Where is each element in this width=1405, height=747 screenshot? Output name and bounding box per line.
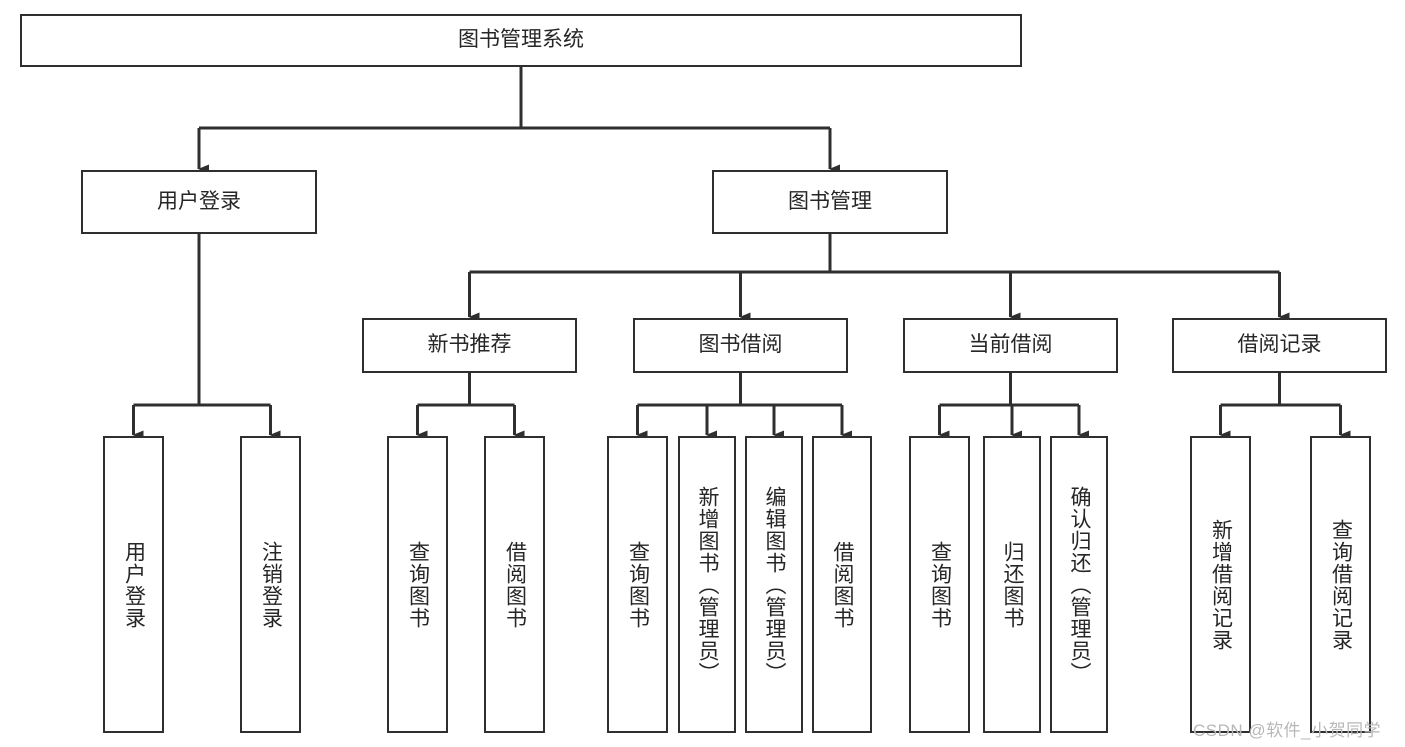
node-current[interactable]: 当前借阅 bbox=[903, 318, 1118, 373]
node-l-querybook1[interactable]: 查询图书 bbox=[387, 436, 448, 733]
node-label: 新书推荐 bbox=[427, 333, 512, 357]
node-l-addbook[interactable]: 新增图书（管理员） bbox=[678, 436, 736, 733]
node-l-addrecord[interactable]: 新增借阅记录 bbox=[1190, 436, 1251, 733]
node-l-editbook[interactable]: 编辑图书（管理员） bbox=[745, 436, 803, 733]
node-l-returnbook[interactable]: 归还图书 bbox=[983, 436, 1041, 733]
node-label: 用户登录 bbox=[122, 540, 146, 629]
node-l-querybook3[interactable]: 查询图书 bbox=[909, 436, 970, 733]
node-l-borrowbook2[interactable]: 借阅图书 bbox=[812, 436, 872, 733]
node-label: 归还图书 bbox=[1001, 540, 1025, 629]
node-label: 查询图书 bbox=[626, 540, 650, 629]
node-label: 借阅图书 bbox=[831, 540, 855, 629]
node-label: 查询借阅记录 bbox=[1329, 518, 1353, 651]
csdn-watermark: CSDN @软件_小贺同学 bbox=[1193, 721, 1382, 740]
node-bookmgmt[interactable]: 图书管理 bbox=[712, 170, 948, 234]
node-records[interactable]: 借阅记录 bbox=[1172, 318, 1387, 373]
node-label: 确认归还（管理员） bbox=[1068, 485, 1092, 684]
node-l-confirm[interactable]: 确认归还（管理员） bbox=[1050, 436, 1108, 733]
node-l-borrowbook1[interactable]: 借阅图书 bbox=[484, 436, 545, 733]
node-label: 当前借阅 bbox=[968, 333, 1053, 357]
node-borrow[interactable]: 图书借阅 bbox=[633, 318, 848, 373]
node-login[interactable]: 用户登录 bbox=[81, 170, 317, 234]
node-label: 借阅记录 bbox=[1237, 333, 1322, 357]
node-label: 注销登录 bbox=[259, 540, 283, 629]
node-label: 新增图书（管理员） bbox=[696, 485, 720, 684]
node-label: 图书管理 bbox=[788, 189, 872, 213]
node-root[interactable]: 图书管理系统 bbox=[20, 14, 1022, 67]
node-label: 编辑图书（管理员） bbox=[763, 485, 787, 684]
node-label: 查询图书 bbox=[928, 540, 952, 629]
node-label: 图书借阅 bbox=[698, 333, 783, 357]
node-label: 新增借阅记录 bbox=[1209, 518, 1233, 651]
node-label: 查询图书 bbox=[406, 540, 430, 629]
node-label: 用户登录 bbox=[157, 189, 241, 213]
node-l-logout[interactable]: 注销登录 bbox=[240, 436, 301, 733]
node-label: 图书管理系统 bbox=[458, 28, 584, 52]
node-l-queryrecord[interactable]: 查询借阅记录 bbox=[1310, 436, 1371, 733]
node-newbook[interactable]: 新书推荐 bbox=[362, 318, 577, 373]
node-l-querybook2[interactable]: 查询图书 bbox=[607, 436, 668, 733]
node-l-userlogin[interactable]: 用户登录 bbox=[103, 436, 164, 733]
node-label: 借阅图书 bbox=[503, 540, 527, 629]
